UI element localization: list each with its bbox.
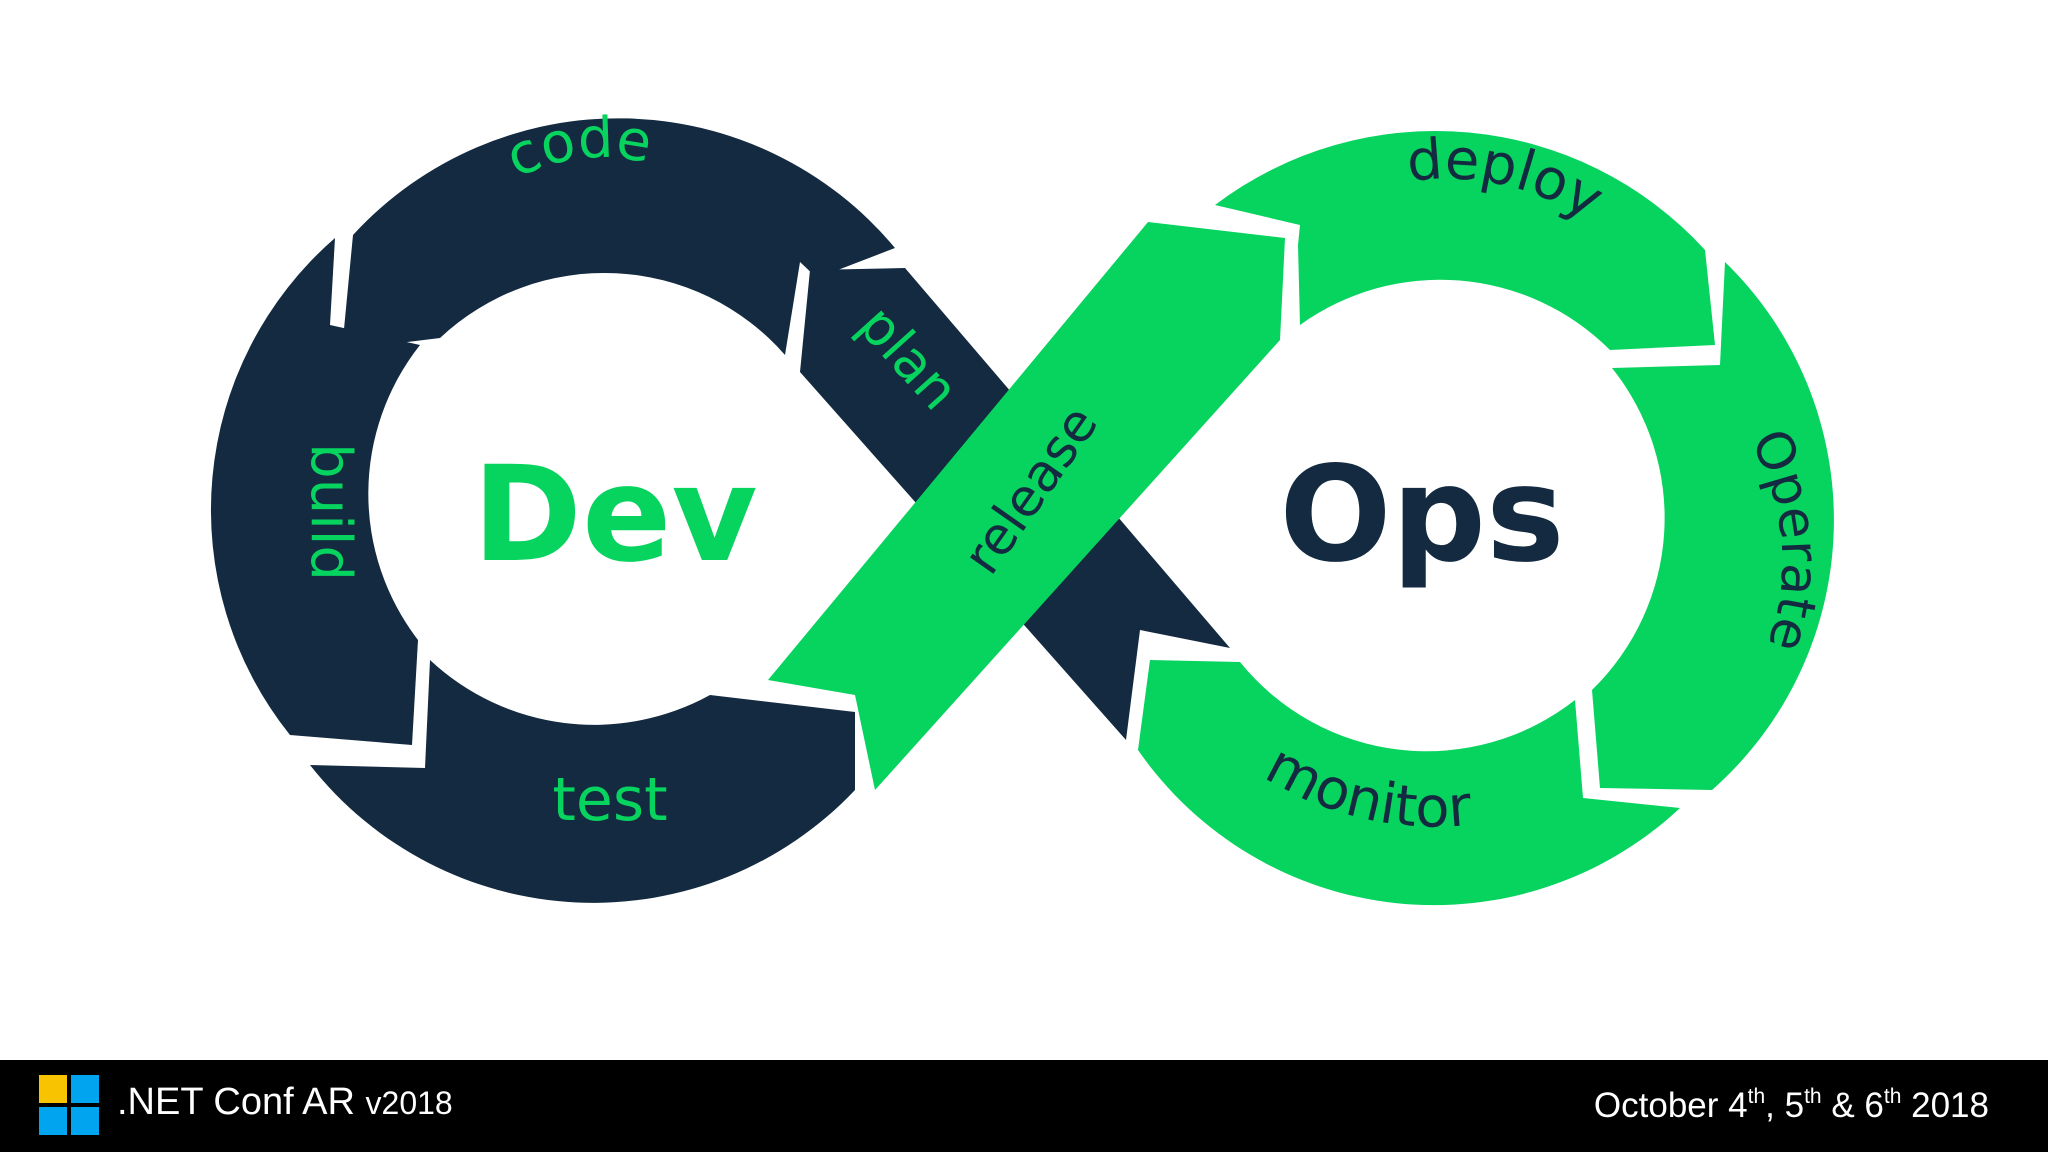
date-month: October <box>1593 1086 1719 1125</box>
ops-loop <box>768 130 1834 906</box>
stage-code-segment <box>342 118 895 355</box>
stage-test-segment <box>310 660 855 903</box>
brand-version: v2018 <box>365 1085 453 1121</box>
stage-monitor-segment <box>1138 660 1680 906</box>
stage-test-label: test <box>552 765 667 835</box>
date-year: 2018 <box>1911 1086 1989 1125</box>
date-day-2-suffix: th <box>1804 1085 1822 1108</box>
date-day-3: 6 <box>1864 1086 1884 1125</box>
slide-canvas: code plan build test release deploy Oper… <box>210 105 1834 906</box>
date-day-1: 4 <box>1728 1086 1748 1125</box>
date-day-2: 5 <box>1784 1086 1805 1125</box>
stage-release-segment <box>768 222 1285 790</box>
stage-deploy-segment <box>1215 130 1715 350</box>
event-dates: October 4th, 5th & 6th 2018 <box>1594 1084 1989 1128</box>
footer-bar: .NET Conf AR v2018 October 4th, 5th & 6t… <box>0 1060 2048 1152</box>
stage-build-label: build <box>298 443 363 581</box>
conference-brand: .NET Conf AR v2018 <box>117 1080 453 1125</box>
dev-title: Dev <box>472 438 757 592</box>
date-day-1-suffix: th <box>1747 1085 1766 1108</box>
windows-logo-icon <box>39 1075 99 1135</box>
date-day-3-suffix: th <box>1883 1085 1902 1108</box>
date-ampersand: & <box>1831 1086 1855 1125</box>
brand-name: .NET Conf AR <box>117 1081 355 1123</box>
stage-build-segment <box>210 238 420 745</box>
stage-operate-segment <box>1592 262 1834 790</box>
date-separator: , <box>1765 1086 1775 1125</box>
ops-title: Ops <box>1279 438 1564 592</box>
devops-infinity-diagram: code plan build test release deploy Oper… <box>210 106 1834 906</box>
